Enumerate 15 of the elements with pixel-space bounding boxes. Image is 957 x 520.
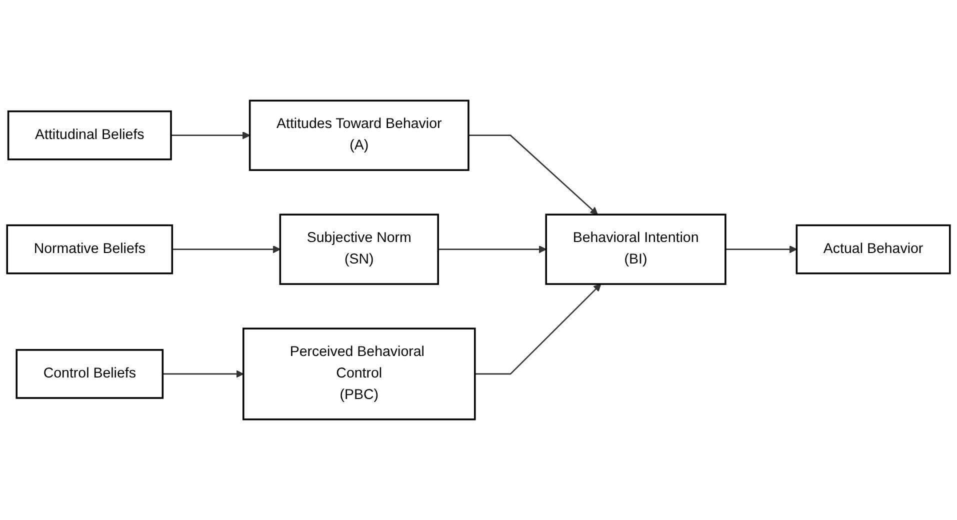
node-box: Behavioral Intention (BI) <box>545 214 726 285</box>
node-box: Actual Behavior <box>796 224 951 274</box>
arrow <box>468 134 598 215</box>
arrow <box>438 245 546 254</box>
node-box: Attitudes Toward Behavior (A) <box>248 100 470 171</box>
node-box: Attitudinal Beliefs <box>7 110 172 160</box>
arrow <box>474 284 602 375</box>
arrow <box>172 245 281 254</box>
arrow <box>162 370 244 378</box>
node-box: Normative Beliefs <box>6 224 174 274</box>
node-box: Perceived Behavioral Control (PBC) <box>242 328 476 420</box>
node-box: Subjective Norm (SN) <box>279 214 439 285</box>
arrow <box>171 131 250 140</box>
node-box: Control Beliefs <box>16 349 164 399</box>
arrow <box>725 245 798 254</box>
